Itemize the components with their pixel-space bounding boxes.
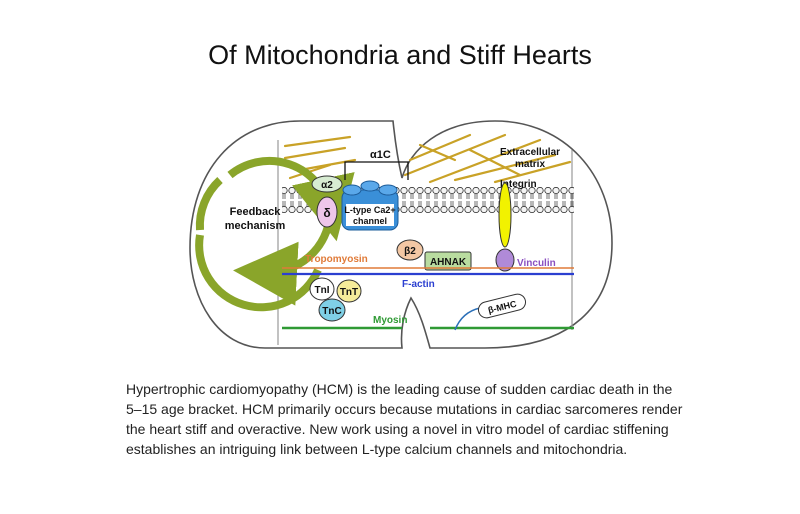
tnt-subunit (336, 279, 362, 303)
integrin-label: Integrin (500, 179, 537, 190)
tropomyosin-label: Tropomyosin (305, 254, 368, 265)
bmhc-link (454, 307, 481, 331)
cell-outline (189, 120, 613, 349)
myosin-label: Myosin (373, 315, 407, 326)
delta-subunit (316, 196, 338, 228)
alpha2-subunit (311, 175, 343, 193)
ahnak-box (424, 251, 472, 271)
feedback-label-2: mechanism (225, 220, 286, 232)
tnt-label: TnT (340, 287, 358, 298)
tnc-subunit (318, 298, 346, 322)
alpha1c-bracket: α1C (344, 149, 409, 180)
tnc-label: TnC (322, 306, 341, 317)
alpha1c-label: α1C (370, 149, 391, 161)
channel-label-1: L-type Ca2+ (344, 205, 395, 215)
troponin-complex: TnI TnT TnC (309, 277, 362, 322)
beta2-subunit (396, 239, 424, 261)
caption-text: Hypertrophic cardiomyopathy (HCM) is the… (126, 381, 683, 457)
tni-subunit (309, 277, 335, 301)
vinculin-protein (495, 248, 515, 272)
beta2-label: β2 (404, 246, 416, 257)
delta-label: δ (323, 206, 330, 220)
extracellular-label-2: matrix (515, 159, 545, 170)
extracellular-label-1: Extracellular (500, 147, 560, 158)
vinculin-label: Vinculin (517, 258, 556, 269)
l-type-calcium-channel: L-type Ca2+ channel (341, 180, 399, 231)
integrin-protein (498, 182, 512, 248)
ahnak-label: AHNAK (430, 257, 467, 268)
page-title: Of Mitochondria and Stiff Hearts (208, 40, 592, 70)
collagen-fibers (283, 133, 572, 184)
tni-label: TnI (315, 285, 330, 296)
channel-label-2: channel (353, 216, 387, 226)
factin-label: F-actin (402, 279, 435, 290)
bmhc-box (477, 293, 527, 319)
feedback-label-1: Feedback (230, 206, 282, 218)
alpha2-label: α2 (321, 180, 333, 191)
